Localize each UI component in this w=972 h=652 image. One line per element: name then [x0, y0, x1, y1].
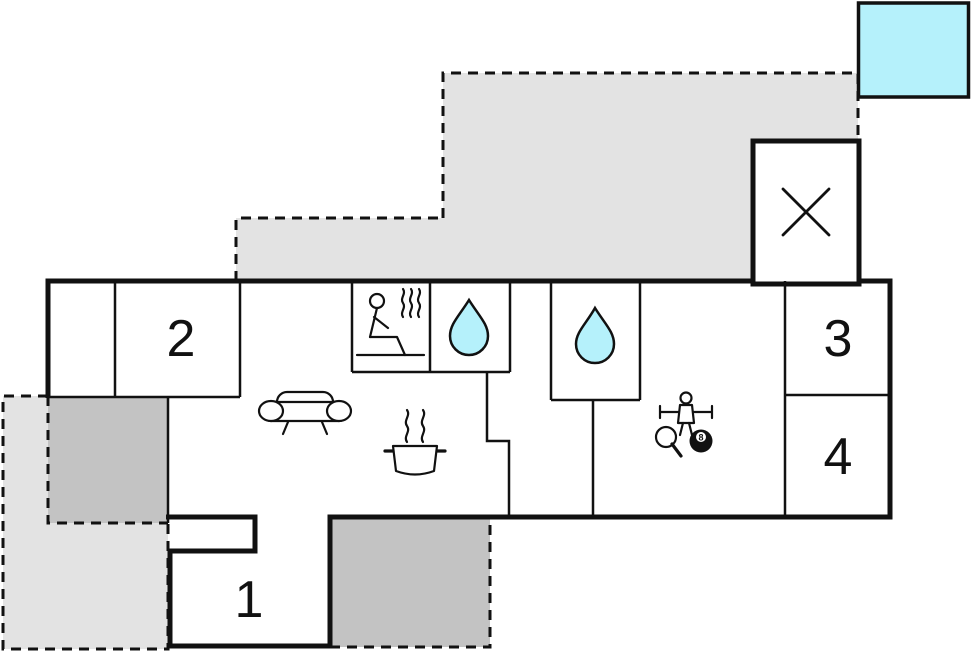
building-floor [48, 281, 890, 646]
sofa-leg-right [320, 420, 329, 436]
terrace-dark-bottom [330, 517, 490, 647]
sofa-arm-right [325, 399, 353, 423]
sofa-arm-left [257, 399, 285, 423]
eight-ball-number: 8 [698, 433, 703, 443]
pool-area [856, 1, 971, 99]
sofa-leg-left [281, 420, 290, 436]
terrace-dark-left-dashed-border [46, 396, 168, 525]
water-drop-icon [574, 305, 616, 365]
room-2-label: 2 [167, 310, 196, 368]
water-drop-icon [448, 297, 490, 357]
sofa-icon [257, 390, 353, 436]
sauna-steam-line [408, 287, 414, 319]
terrace-upper [236, 73, 858, 284]
terrace-upper-dashed-border [441, 71, 860, 218]
pot-steam-line [404, 408, 410, 444]
pot-body [391, 444, 439, 476]
game-room-icons: 8 [654, 391, 714, 458]
terrace-upper-step-dashed-border [234, 216, 443, 281]
foosball-player-legs [678, 421, 694, 437]
terrace-dark-left [48, 396, 168, 523]
foosball-player-body [676, 403, 696, 425]
sauna-steam-line [400, 287, 406, 319]
table-tennis-paddle-icon [654, 425, 678, 449]
room-4-label: 4 [824, 428, 853, 486]
sauna-person-arm [372, 315, 390, 330]
sauna-person-legs [368, 335, 407, 357]
terrace-left-dashed-border [1, 394, 170, 651]
x-cross-icon [781, 187, 831, 237]
sauna-person-torso [368, 306, 379, 339]
interior-walls [48, 281, 890, 523]
building-outline [45, 278, 893, 649]
foosball-player-head [679, 391, 693, 405]
sauna-steam-line [416, 287, 422, 319]
room-3-label: 3 [824, 310, 853, 368]
terrace-dark-bottom-dashed-border [330, 517, 492, 649]
pot-steam-line [420, 408, 426, 444]
wall-corridor [485, 372, 511, 517]
room-1-label: 1 [235, 571, 264, 629]
eight-ball-circle [696, 432, 706, 442]
cooking-pot-icon [383, 408, 447, 476]
table-tennis-paddle-handle [670, 442, 683, 458]
technical-room [750, 138, 862, 287]
sauna-icon [355, 287, 426, 357]
